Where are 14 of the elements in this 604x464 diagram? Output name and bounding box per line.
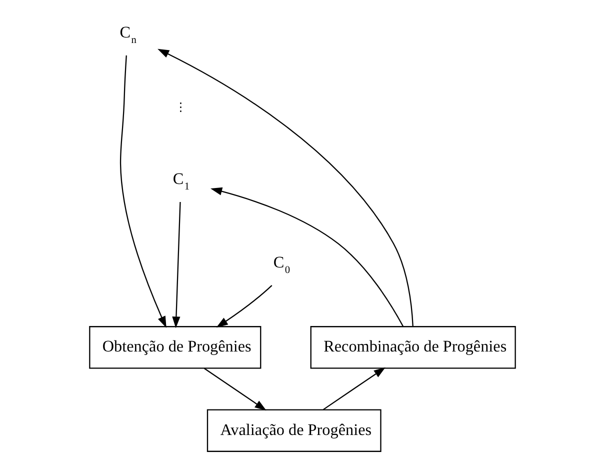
node-text: C$_{n}$ [119, 24, 136, 46]
arrow [216, 284, 272, 327]
label: ⋮ [174, 101, 187, 114]
node-text: C$_{1}$ [172, 170, 190, 192]
arrow [119, 54, 166, 328]
node-box: Recombinação de Progênies [310, 326, 516, 368]
arrow [210, 186, 404, 326]
node-text: C$_{0}$ [272, 254, 290, 276]
arrow [157, 48, 413, 326]
arrow [203, 367, 266, 410]
node-box: Avaliação de Progênies [206, 408, 381, 452]
arrow [322, 366, 385, 410]
arrow [172, 202, 180, 328]
node-box: Obtenção de Progênies [88, 326, 261, 368]
